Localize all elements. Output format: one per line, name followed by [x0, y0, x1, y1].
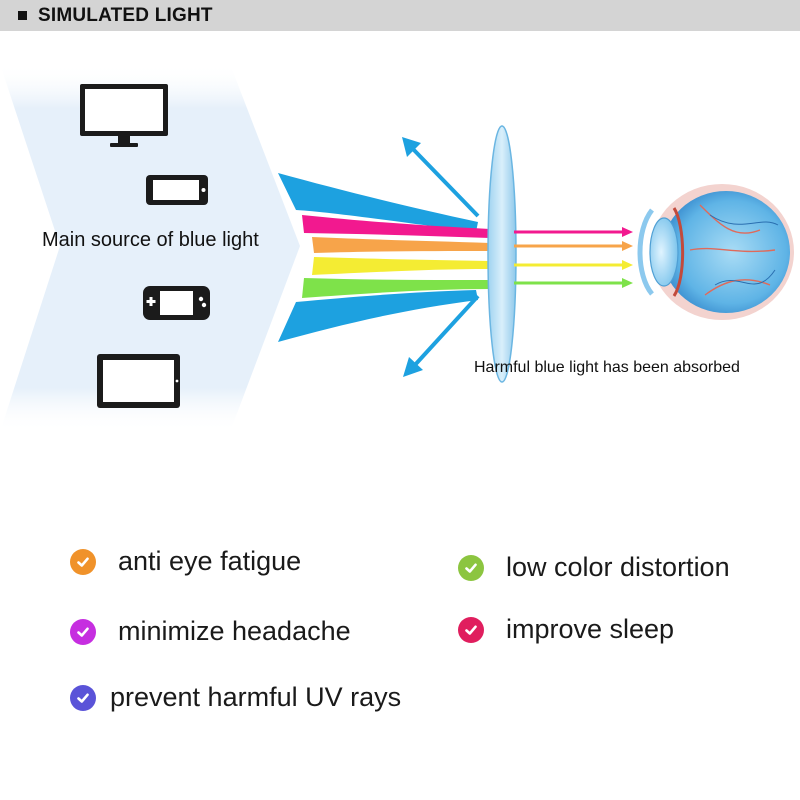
benefit-label: prevent harmful UV rays — [110, 682, 402, 712]
benefit-label: anti eye fatigue — [118, 546, 302, 576]
blue-light-diagram — [0, 64, 794, 432]
benefit-improve-sleep: improve sleep — [458, 614, 674, 645]
source-panel — [0, 64, 300, 432]
monitor-icon — [80, 84, 168, 147]
blue-ray-top — [278, 173, 478, 232]
header-bar: SIMULATED LIGHT — [0, 0, 800, 31]
benefit-minimize-headache: minimize headache — [70, 616, 351, 647]
blue-ray-bottom — [278, 290, 478, 342]
check-icon — [70, 548, 96, 575]
magenta-output-arrow — [514, 227, 633, 237]
check-icon — [70, 684, 96, 711]
check-icon — [458, 554, 484, 581]
header-bullet — [18, 11, 27, 20]
benefit-anti-eye-fatigue: anti eye fatigue — [70, 546, 301, 577]
benefit-label: minimize headache — [118, 616, 351, 646]
tablet-icon — [97, 354, 180, 408]
eyeball-icon — [637, 184, 794, 320]
benefit-low-color-distortion: low color distortion — [458, 552, 730, 583]
green-ray — [302, 278, 490, 298]
reflected-arrow-up — [402, 137, 480, 218]
green-output-arrow — [514, 278, 633, 288]
absorbed-label: Harmful blue light has been absorbed — [474, 359, 740, 376]
orange-ray — [312, 237, 490, 253]
benefit-label: improve sleep — [506, 614, 675, 644]
lens-icon — [487, 125, 517, 383]
yellow-ray — [312, 257, 490, 275]
source-label: Main source of blue light — [42, 229, 259, 251]
check-icon — [458, 616, 484, 643]
page-title: SIMULATED LIGHT — [38, 5, 213, 26]
magenta-ray — [302, 215, 490, 238]
yellow-output-arrow — [514, 260, 633, 270]
orange-output-arrow — [514, 241, 633, 251]
check-icon — [70, 618, 96, 645]
benefit-label: low color distortion — [506, 552, 730, 582]
game-console-icon — [143, 286, 210, 320]
smartphone-icon — [146, 175, 208, 205]
benefit-prevent-uv: prevent harmful UV rays — [70, 682, 401, 713]
reflected-arrow-down — [403, 294, 480, 377]
